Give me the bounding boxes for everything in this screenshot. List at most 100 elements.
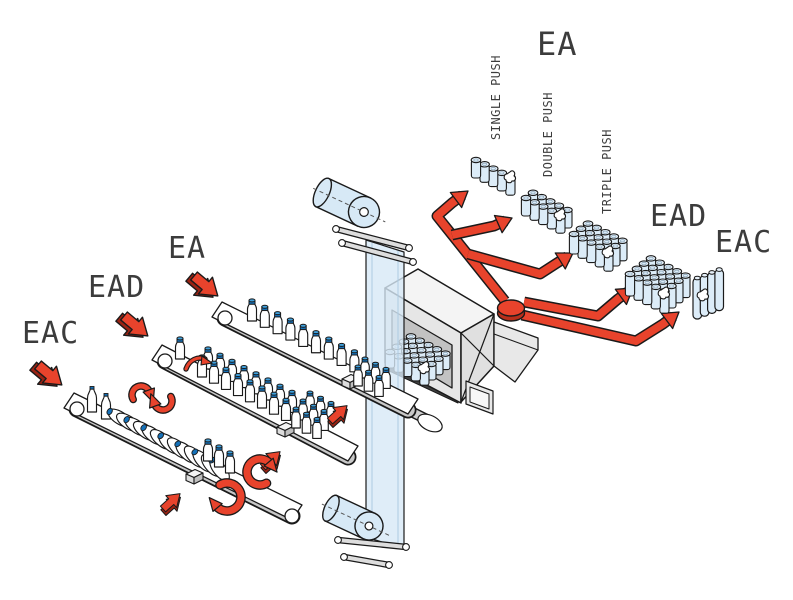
pack-bottle-ring xyxy=(540,205,546,209)
route-arrow-double-push xyxy=(450,214,513,241)
bottle-cap-top xyxy=(350,349,358,354)
label-infeed-ead: EAD xyxy=(88,270,145,305)
pack-bottle-ring xyxy=(587,231,593,235)
pack-bottle-ring xyxy=(675,279,681,283)
pack-bottle-ring xyxy=(425,343,431,347)
pack-bottle-ring xyxy=(602,230,608,234)
pack-bottle-ring xyxy=(641,262,647,266)
bottle-cap-top xyxy=(216,352,224,357)
rotation-ring-back xyxy=(242,454,278,490)
infeed-arrow-eac xyxy=(29,360,63,387)
bottle xyxy=(220,371,232,390)
pack-bottle-ring xyxy=(682,274,688,278)
wrap-handle-hole xyxy=(503,170,517,184)
pack-bottle-ring xyxy=(644,281,650,285)
pack-bottle-ring xyxy=(657,261,663,265)
arrow-head xyxy=(148,393,162,409)
bottle-cap-top xyxy=(303,411,310,416)
lying-bottle-cap xyxy=(140,424,147,432)
bottle xyxy=(323,341,334,360)
bottle-cap-top xyxy=(228,358,236,363)
lying-bottle-cap xyxy=(157,432,165,440)
pack-bottle-ring xyxy=(532,200,538,204)
push-arrow-eac xyxy=(159,493,181,516)
wrap-rib-top xyxy=(693,275,701,281)
infeed-arrow-ead xyxy=(115,311,149,338)
rod-cap xyxy=(409,258,417,266)
route-arrow-triple-push xyxy=(466,248,574,280)
bottle xyxy=(174,341,186,360)
label-single-push: SINGLE PUSH xyxy=(489,55,503,140)
bottle xyxy=(224,455,236,474)
pack-bottle-ring xyxy=(413,363,419,367)
pusher-block xyxy=(276,421,295,438)
outfeed-tray xyxy=(493,321,539,383)
arrow-head xyxy=(554,252,574,270)
bottle xyxy=(259,309,270,328)
belt-roller xyxy=(217,310,233,326)
pack-bottle-ring xyxy=(547,199,553,203)
arrow-head xyxy=(263,457,278,473)
wrap-rib-top xyxy=(708,270,716,275)
pack-bottle-ring xyxy=(408,334,414,338)
label-infeed-eac: EAC xyxy=(22,316,79,351)
pack-bottle-ring xyxy=(634,267,640,271)
infeed-arrow-ea xyxy=(185,271,219,298)
bottle-cap-top xyxy=(276,383,284,388)
pack-bottle-ring xyxy=(658,270,664,274)
bottle xyxy=(246,303,258,322)
rod-cap xyxy=(334,536,342,544)
pack-bottle-ring xyxy=(435,357,441,361)
pack-bottle-ring xyxy=(571,232,577,236)
bottle-cap-top xyxy=(270,391,278,396)
pack-bottle-ring xyxy=(411,353,417,357)
arrow-head xyxy=(449,190,469,209)
lying-bottle-cap xyxy=(191,448,199,456)
roll-axis xyxy=(313,187,386,223)
wrap-handle-hole xyxy=(417,361,431,375)
pack-bottle-ring xyxy=(427,352,433,357)
pack-bottle-ring xyxy=(619,239,625,243)
pack-bottle-ring xyxy=(434,347,440,351)
bottle xyxy=(256,390,268,409)
bottle-cap xyxy=(103,393,109,397)
label-output-ead: EAD xyxy=(650,199,707,234)
pack-bottle-ring xyxy=(636,276,642,280)
arrow-head xyxy=(493,214,513,234)
pack-bottle-ring xyxy=(668,284,674,288)
wrap-rib-top xyxy=(715,267,723,272)
rod-cap xyxy=(405,244,413,252)
pack-ead xyxy=(624,255,691,314)
bottle-cap-top xyxy=(361,356,369,361)
pack-bottle-ring xyxy=(564,208,570,212)
pack-bottle-body xyxy=(642,282,653,306)
bottle xyxy=(213,449,225,468)
pack-bottle-ring xyxy=(643,271,649,275)
bottle xyxy=(272,316,283,335)
pack-bottle-ring xyxy=(667,274,673,279)
pack-inside-tunnel xyxy=(384,333,451,386)
bottle xyxy=(232,378,244,397)
top-film-roll xyxy=(312,177,386,229)
pack-bottle-ring xyxy=(530,191,536,195)
pack-eac-wrapped xyxy=(692,267,725,320)
rotate-arrow-arc xyxy=(212,479,245,515)
label-triple-push: TRIPLE PUSH xyxy=(600,129,614,214)
pack-bottle-ring xyxy=(418,348,424,352)
bottle-cap-top xyxy=(375,374,383,379)
bottle xyxy=(353,369,363,387)
bottle xyxy=(312,421,322,439)
roll-core xyxy=(359,207,369,217)
lying-bottle-cap xyxy=(106,407,113,416)
upend-arrow-left xyxy=(128,382,156,404)
ea-end-group xyxy=(353,356,391,397)
bottle xyxy=(374,379,384,397)
rod-cap xyxy=(385,561,393,569)
flow-arrow-face xyxy=(119,311,149,337)
push-arrow-ea xyxy=(326,405,348,428)
roller-rod xyxy=(336,538,408,549)
pack-bottle-ring xyxy=(611,234,617,239)
bottle-cap-top xyxy=(226,450,234,455)
outfeed-belt-end xyxy=(417,413,443,433)
pack-bottle-ring xyxy=(490,167,496,171)
